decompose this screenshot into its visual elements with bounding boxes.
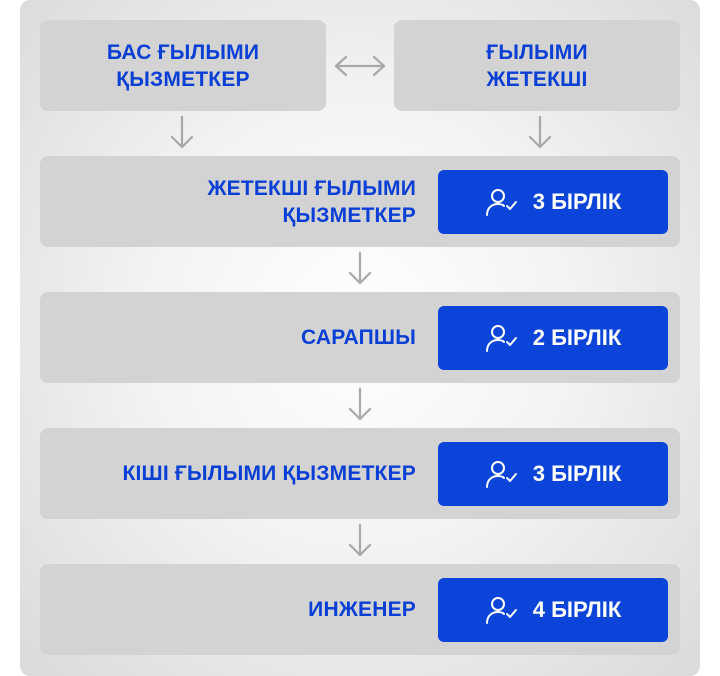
user-check-icon (485, 325, 517, 352)
senior-researcher-label: БАС ҒЫЛЫМИ ҚЫЗМЕТКЕР (107, 39, 259, 93)
lead-researcher-label: ЖЕТЕКШІ ҒЫЛЫМИ ҚЫЗМЕТКЕР (36, 156, 416, 247)
chart-panel: БАС ҒЫЛЫМИ ҚЫЗМЕТКЕР ҒЫЛЫМИ ЖЕТЕКШІ ЖЕТЕ… (20, 0, 700, 676)
unit-count-badge: 4 БІРЛІК (438, 578, 668, 642)
user-check-icon (485, 597, 517, 624)
unit-count-text: 3 БІРЛІК (532, 189, 622, 214)
unit-count-badge: 2 БІРЛІК (438, 306, 668, 370)
junior-researcher-line-1: КІШІ ҒЫЛЫМИ ҚЫЗМЕТКЕР (122, 462, 416, 485)
engineer-row: ИНЖЕНЕР 4 БІРЛІК (40, 564, 680, 655)
engineer-line-1: ИНЖЕНЕР (308, 598, 416, 621)
lead-researcher-line-2: ҚЫЗМЕТКЕР (282, 203, 416, 227)
user-check-icon (485, 189, 517, 216)
expert-label: САРАПШЫ (36, 292, 416, 383)
unit-count-text: 2 БІРЛІК (532, 325, 622, 350)
scientific-supervisor-label: ҒЫЛЫМИ ЖЕТЕКШІ (486, 39, 588, 93)
lead-researcher-line-1: ЖЕТЕКШІ ҒЫЛЫМИ (207, 176, 416, 200)
arrow-down-icon (528, 115, 552, 149)
senior-researcher-box: БАС ҒЫЛЫМИ ҚЫЗМЕТКЕР (40, 20, 326, 111)
unit-count-badge: 3 БІРЛІК (438, 442, 668, 506)
junior-researcher-label: КІШІ ҒЫЛЫМИ ҚЫЗМЕТКЕР (36, 428, 416, 519)
engineer-label: ИНЖЕНЕР (36, 564, 416, 655)
double-arrow-icon (334, 55, 386, 77)
arrow-down-icon (170, 115, 194, 149)
user-check-icon (485, 461, 517, 488)
arrow-down-icon (348, 251, 372, 285)
arrow-down-icon (348, 523, 372, 557)
lead-researcher-row: ЖЕТЕКШІ ҒЫЛЫМИ ҚЫЗМЕТКЕР 3 БІРЛІК (40, 156, 680, 247)
senior-researcher-line-1: БАС ҒЫЛЫМИ (106, 40, 260, 64)
expert-row: САРАПШЫ 2 БІРЛІК (40, 292, 680, 383)
unit-count-text: 4 БІРЛІК (532, 597, 622, 622)
scientific-supervisor-line-1: ҒЫЛЫМИ (486, 40, 588, 64)
unit-count-text: 3 БІРЛІК (532, 461, 622, 486)
scientific-supervisor-line-2: ЖЕТЕКШІ (486, 67, 588, 91)
unit-count-badge: 3 БІРЛІК (438, 170, 668, 234)
expert-line-1: САРАПШЫ (300, 326, 416, 349)
junior-researcher-row: КІШІ ҒЫЛЫМИ ҚЫЗМЕТКЕР 3 БІРЛІК (40, 428, 680, 519)
arrow-down-icon (348, 387, 372, 421)
scientific-supervisor-box: ҒЫЛЫМИ ЖЕТЕКШІ (394, 20, 680, 111)
senior-researcher-line-2: ҚЫЗМЕТКЕР (116, 67, 250, 91)
